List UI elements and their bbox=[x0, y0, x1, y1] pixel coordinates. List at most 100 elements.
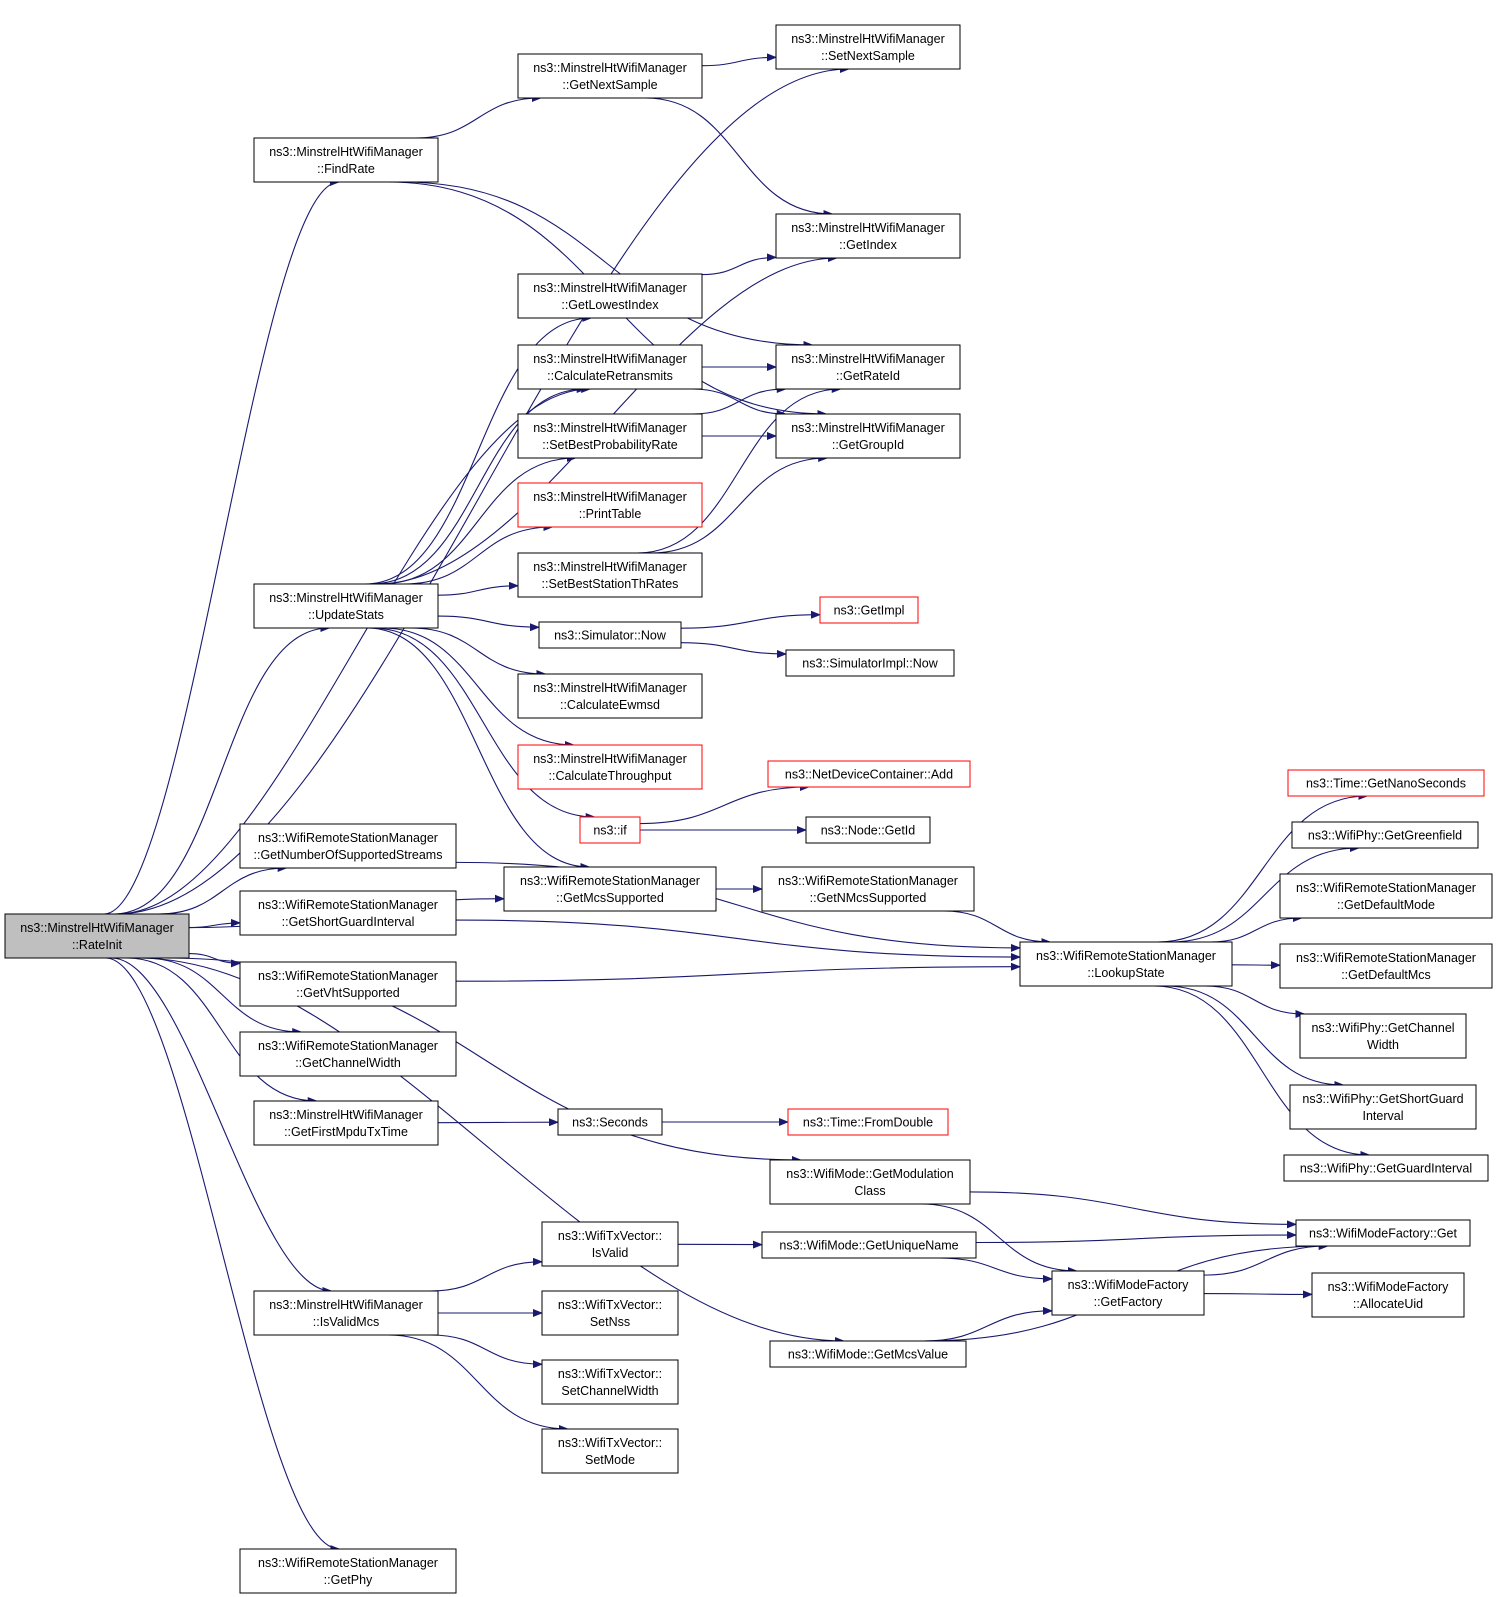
node-getlowestindex[interactable]: ns3::MinstrelHtWifiManager::GetLowestInd… bbox=[517, 273, 703, 319]
node-box[interactable] bbox=[1295, 1219, 1471, 1247]
node-box[interactable] bbox=[4, 913, 190, 959]
node-box[interactable] bbox=[775, 413, 961, 459]
node-box[interactable] bbox=[769, 1159, 971, 1205]
node-box[interactable] bbox=[761, 1231, 977, 1259]
node-box[interactable] bbox=[761, 866, 975, 912]
node-getfactory[interactable]: ns3::WifiModeFactory::GetFactory bbox=[1051, 1270, 1205, 1316]
node-box[interactable] bbox=[517, 53, 703, 99]
node-getgroupid[interactable]: ns3::MinstrelHtWifiManager::GetGroupId bbox=[775, 413, 961, 459]
node-seconds[interactable]: ns3::Seconds bbox=[557, 1108, 663, 1136]
node-nodegetid[interactable]: ns3::Node::GetId bbox=[805, 816, 931, 844]
node-getindex[interactable]: ns3::MinstrelHtWifiManager::GetIndex bbox=[775, 213, 961, 259]
node-setbestprob[interactable]: ns3::MinstrelHtWifiManager::SetBestProba… bbox=[517, 413, 703, 459]
node-phyguardinterval[interactable]: ns3::WifiPhy::GetGuardInterval bbox=[1283, 1154, 1489, 1182]
node-ndcadd[interactable]: ns3::NetDeviceContainer::Add bbox=[767, 760, 971, 788]
node-getrateid[interactable]: ns3::MinstrelHtWifiManager::GetRateId bbox=[775, 344, 961, 390]
node-txvsetnss[interactable]: ns3::WifiTxVector::SetNss bbox=[541, 1290, 679, 1336]
node-box[interactable] bbox=[239, 1548, 457, 1594]
node-box[interactable] bbox=[775, 344, 961, 390]
node-box[interactable] bbox=[517, 482, 703, 528]
node-isvalidmcs[interactable]: ns3::MinstrelHtWifiManager::IsValidMcs bbox=[253, 1290, 439, 1336]
node-box[interactable] bbox=[1289, 1084, 1477, 1130]
node-printtable[interactable]: ns3::MinstrelHtWifiManager::PrintTable bbox=[517, 482, 703, 528]
node-box[interactable] bbox=[517, 673, 703, 719]
node-box[interactable] bbox=[541, 1221, 679, 1267]
node-simimplnow[interactable]: ns3::SimulatorImpl::Now bbox=[785, 649, 955, 677]
node-calcewmsd[interactable]: ns3::MinstrelHtWifiManager::CalculateEwm… bbox=[517, 673, 703, 719]
node-box[interactable] bbox=[579, 816, 641, 844]
node-box[interactable] bbox=[1279, 943, 1493, 989]
node-box[interactable] bbox=[1299, 1013, 1467, 1059]
node-getnextsample[interactable]: ns3::MinstrelHtWifiManager::GetNextSampl… bbox=[517, 53, 703, 99]
node-getchannelwidth[interactable]: ns3::WifiRemoteStationManager::GetChanne… bbox=[239, 1031, 457, 1077]
node-physhortgi[interactable]: ns3::WifiPhy::GetShortGuardInterval bbox=[1289, 1084, 1477, 1130]
node-box[interactable] bbox=[1291, 821, 1479, 849]
node-setbeststation[interactable]: ns3::MinstrelHtWifiManager::SetBestStati… bbox=[517, 552, 703, 598]
node-box[interactable] bbox=[253, 1290, 439, 1336]
node-box[interactable] bbox=[1019, 941, 1233, 987]
node-box[interactable] bbox=[541, 1290, 679, 1336]
node-box[interactable] bbox=[787, 1108, 949, 1136]
node-getfirstmpdu[interactable]: ns3::MinstrelHtWifiManager::GetFirstMpdu… bbox=[253, 1100, 439, 1146]
node-txvsetchw[interactable]: ns3::WifiTxVector::SetChannelWidth bbox=[541, 1359, 679, 1405]
node-box[interactable] bbox=[517, 744, 703, 790]
node-if[interactable]: ns3::if bbox=[579, 816, 641, 844]
node-box[interactable] bbox=[805, 816, 931, 844]
node-box[interactable] bbox=[775, 213, 961, 259]
node-phychannelwidth[interactable]: ns3::WifiPhy::GetChannelWidth bbox=[1299, 1013, 1467, 1059]
node-box[interactable] bbox=[785, 649, 955, 677]
node-box[interactable] bbox=[557, 1108, 663, 1136]
node-box[interactable] bbox=[517, 344, 703, 390]
node-calcthroughput[interactable]: ns3::MinstrelHtWifiManager::CalculateThr… bbox=[517, 744, 703, 790]
node-box[interactable] bbox=[253, 137, 439, 183]
node-box[interactable] bbox=[239, 823, 457, 869]
node-getshortgi[interactable]: ns3::WifiRemoteStationManager::GetShortG… bbox=[239, 890, 457, 936]
node-box[interactable] bbox=[239, 890, 457, 936]
node-box[interactable] bbox=[517, 413, 703, 459]
node-box[interactable] bbox=[517, 273, 703, 319]
node-txvisvalid[interactable]: ns3::WifiTxVector::IsValid bbox=[541, 1221, 679, 1267]
node-getmcssupported[interactable]: ns3::WifiRemoteStationManager::GetMcsSup… bbox=[503, 866, 717, 912]
node-box[interactable] bbox=[239, 1031, 457, 1077]
node-phygreenfield[interactable]: ns3::WifiPhy::GetGreenfield bbox=[1291, 821, 1479, 849]
node-fromdouble[interactable]: ns3::Time::FromDouble bbox=[787, 1108, 949, 1136]
node-box[interactable] bbox=[541, 1428, 679, 1474]
node-box[interactable] bbox=[253, 1100, 439, 1146]
node-box[interactable] bbox=[769, 1340, 967, 1368]
node-box[interactable] bbox=[541, 1359, 679, 1405]
node-getvht[interactable]: ns3::WifiRemoteStationManager::GetVhtSup… bbox=[239, 961, 457, 1007]
node-getnmcssupported[interactable]: ns3::WifiRemoteStationManager::GetNMcsSu… bbox=[761, 866, 975, 912]
node-getdefaultmode[interactable]: ns3::WifiRemoteStationManager::GetDefaul… bbox=[1279, 873, 1493, 919]
node-factoryget[interactable]: ns3::WifiModeFactory::Get bbox=[1295, 1219, 1471, 1247]
node-calcretrans[interactable]: ns3::MinstrelHtWifiManager::CalculateRet… bbox=[517, 344, 703, 390]
node-getdefaultmcs[interactable]: ns3::WifiRemoteStationManager::GetDefaul… bbox=[1279, 943, 1493, 989]
node-box[interactable] bbox=[538, 621, 682, 649]
node-lookupstate[interactable]: ns3::WifiRemoteStationManager::LookupSta… bbox=[1019, 941, 1233, 987]
node-box[interactable] bbox=[1051, 1270, 1205, 1316]
node-txvsetmode[interactable]: ns3::WifiTxVector::SetMode bbox=[541, 1428, 679, 1474]
node-box[interactable] bbox=[1279, 873, 1493, 919]
node-box[interactable] bbox=[253, 583, 439, 629]
node-box[interactable] bbox=[503, 866, 717, 912]
node-setnextsample[interactable]: ns3::MinstrelHtWifiManager::SetNextSampl… bbox=[775, 24, 961, 70]
node-allocateuid[interactable]: ns3::WifiModeFactory::AllocateUid bbox=[1311, 1272, 1465, 1318]
node-uniquename[interactable]: ns3::WifiMode::GetUniqueName bbox=[761, 1231, 977, 1259]
node-getnumstreams[interactable]: ns3::WifiRemoteStationManager::GetNumber… bbox=[239, 823, 457, 869]
node-box[interactable] bbox=[767, 760, 971, 788]
node-getnanoseconds[interactable]: ns3::Time::GetNanoSeconds bbox=[1287, 769, 1485, 797]
node-box[interactable] bbox=[775, 24, 961, 70]
node-box[interactable] bbox=[1311, 1272, 1465, 1318]
node-getphy[interactable]: ns3::WifiRemoteStationManager::GetPhy bbox=[239, 1548, 457, 1594]
node-box[interactable] bbox=[1283, 1154, 1489, 1182]
node-rateinit[interactable]: ns3::MinstrelHtWifiManager::RateInit bbox=[4, 913, 190, 959]
node-simnow[interactable]: ns3::Simulator::Now bbox=[538, 621, 682, 649]
node-box[interactable] bbox=[1287, 769, 1485, 797]
node-box[interactable] bbox=[819, 596, 919, 624]
node-updatestats[interactable]: ns3::MinstrelHtWifiManager::UpdateStats bbox=[253, 583, 439, 629]
node-box[interactable] bbox=[517, 552, 703, 598]
node-getmcsvalue[interactable]: ns3::WifiMode::GetMcsValue bbox=[769, 1340, 967, 1368]
node-findrate[interactable]: ns3::MinstrelHtWifiManager::FindRate bbox=[253, 137, 439, 183]
node-box[interactable] bbox=[239, 961, 457, 1007]
node-getimpl[interactable]: ns3::GetImpl bbox=[819, 596, 919, 624]
